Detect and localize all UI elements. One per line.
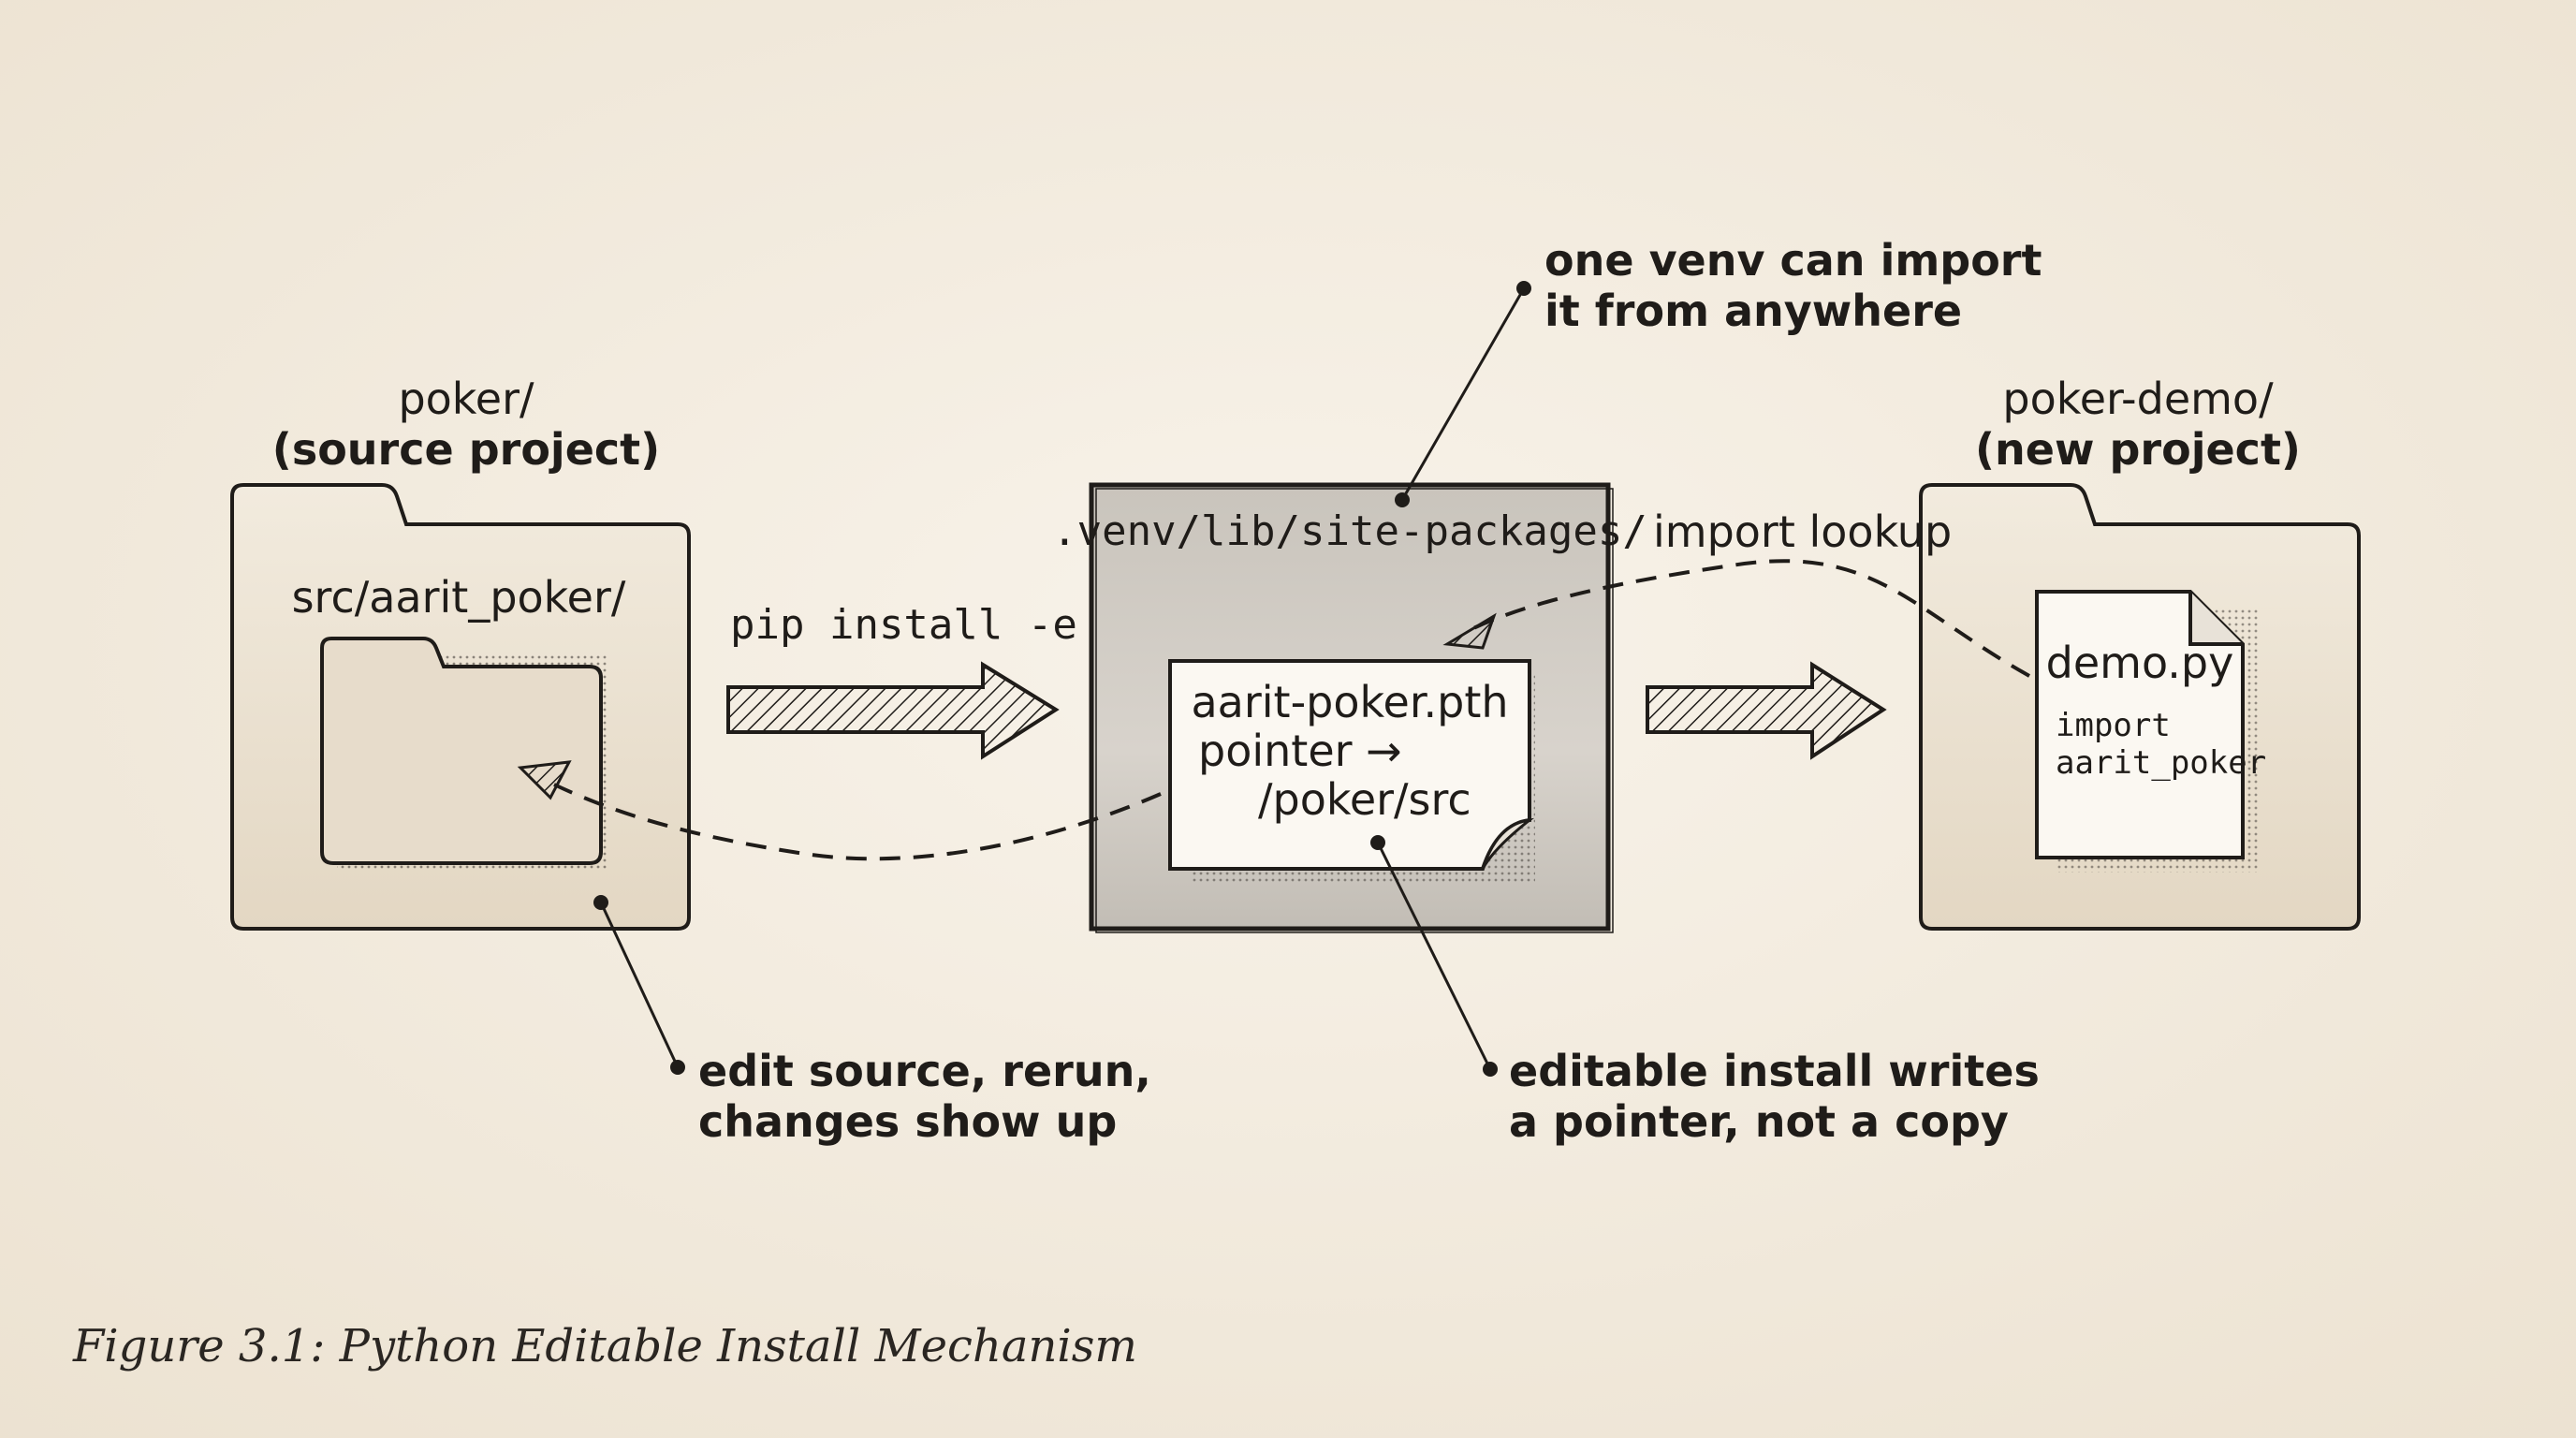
demo-folder: poker-demo/ (new project) demo.py import… [1919, 374, 2361, 931]
pip-install-command: pip install -e . [730, 601, 1127, 649]
demo-code-line-1: import [2056, 707, 2171, 744]
annotation-editable: editable install writes a pointer, not a… [1370, 835, 2040, 1147]
annotation-edit: edit source, rerun, changes show up [593, 895, 1151, 1147]
annotation-editable-line-1: editable install writes [1509, 1046, 2040, 1096]
annotation-venv-line-2: it from anywhere [1544, 286, 1962, 336]
demo-file-name: demo.py [2046, 638, 2234, 688]
source-inner-label: src/aarit_poker/ [292, 572, 626, 623]
demo-file-icon: demo.py import aarit_poker [2035, 590, 2266, 873]
source-folder-title: poker/ [398, 374, 534, 424]
annotation-editable-line-2: a pointer, not a copy [1509, 1096, 2009, 1147]
import-arrow [1646, 661, 1887, 760]
pth-file-name: aarit-poker.pth [1191, 677, 1508, 727]
pth-file-note: aarit-poker.pth pointer → /poker/src [1168, 659, 1535, 882]
site-packages-title: .venv/lib/site-packages/ [1052, 507, 1647, 555]
demo-folder-title: poker-demo/ [2002, 374, 2274, 424]
figure-caption: Figure 3.1: Python Editable Install Mech… [72, 1320, 1137, 1372]
pth-pointer-label: pointer → [1198, 726, 1402, 776]
demo-code-line-2: aarit_poker [2056, 744, 2266, 782]
pointer-back-path [517, 760, 1162, 861]
site-packages-box: .venv/lib/site-packages/ aarit-poker.pth… [1052, 482, 1647, 933]
annotation-venv: one venv can import it from anywhere [1395, 235, 2042, 507]
source-folder: poker/ (source project) src/aarit_poker/ [230, 374, 691, 931]
source-folder-subtitle: (source project) [272, 424, 660, 475]
import-lookup-path: import lookup [1442, 506, 2030, 678]
annotation-venv-line-1: one venv can import [1544, 235, 2042, 286]
inner-folder-icon [320, 637, 608, 869]
annotation-edit-line-1: edit source, rerun, [698, 1046, 1151, 1096]
pip-install-arrow: pip install -e . [726, 601, 1127, 760]
demo-folder-subtitle: (new project) [1975, 424, 2301, 475]
annotation-edit-line-2: changes show up [698, 1096, 1117, 1147]
pth-pointer-path: /poker/src [1258, 774, 1471, 825]
import-lookup-label: import lookup [1653, 506, 1952, 557]
